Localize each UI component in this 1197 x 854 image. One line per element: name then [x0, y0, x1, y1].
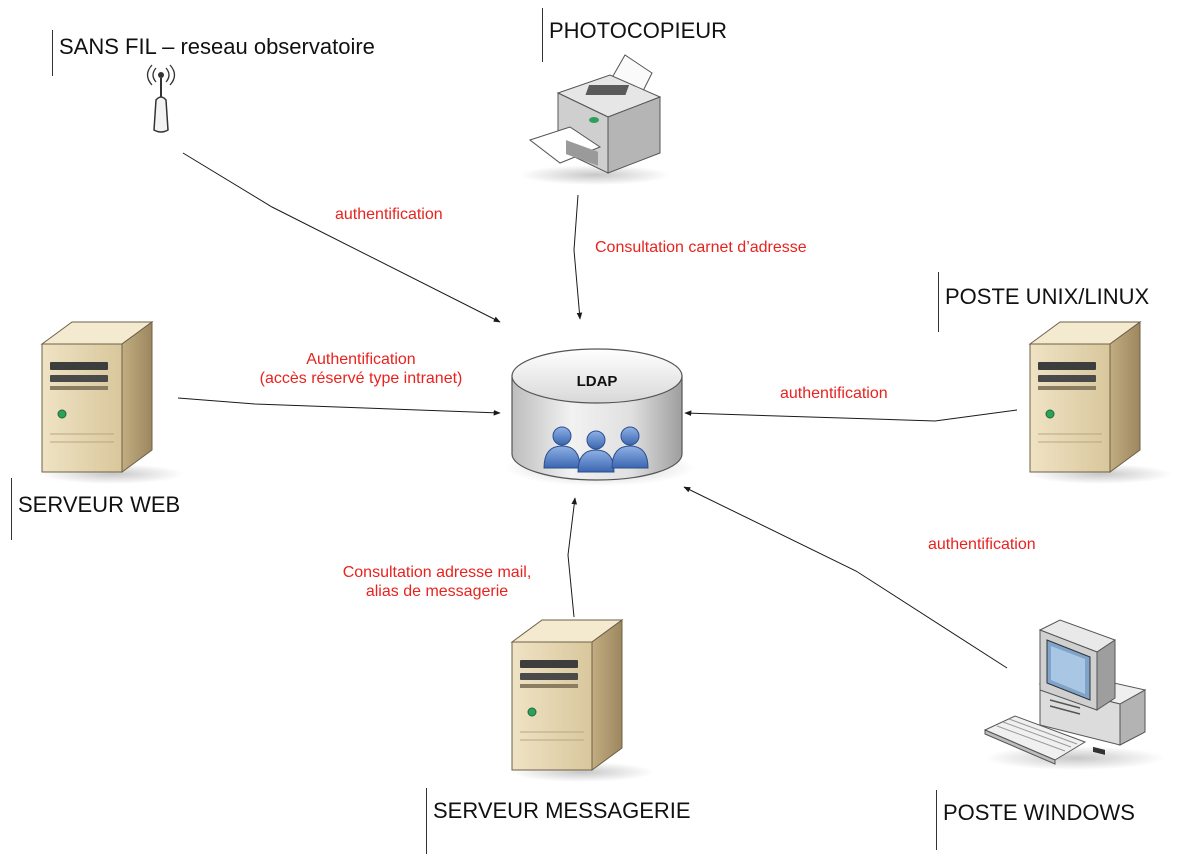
edge-web-label-line2: (accès réservé type intranet)	[259, 370, 463, 387]
mail-server-icon	[509, 619, 655, 783]
edge-windows-line	[683, 486, 1008, 669]
unix-node-label: POSTE UNIX/LINUX	[938, 272, 1149, 332]
web-server-icon	[39, 321, 185, 485]
web-node-label: SERVEUR WEB	[11, 478, 180, 540]
edge-printer-label: Consultation carnet d’adresse	[595, 239, 807, 256]
edge-mail-line	[567, 497, 578, 618]
edge-web-label-line1: Authentification	[306, 351, 416, 368]
edge-web-label: Authentification (accès réservé type int…	[216, 350, 506, 388]
edge-unix-line	[684, 409, 1018, 422]
desktop-computer-icon	[983, 619, 1165, 770]
edge-mail-label: Consultation adresse mail, alias de mess…	[312, 563, 562, 601]
wireless-node-label: SANS FIL – reseau observatoire	[52, 30, 375, 76]
edge-unix-label: authentification	[780, 385, 888, 402]
edge-mail-label-line1: Consultation adresse mail,	[342, 564, 532, 581]
mail-node-label: SERVEUR MESSAGERIE	[426, 788, 691, 854]
printer-icon	[520, 54, 670, 185]
unix-server-icon	[1027, 321, 1173, 485]
ldap-hub-label: LDAP	[577, 373, 618, 390]
edge-wireless-line	[182, 152, 501, 323]
edge-web-line	[177, 397, 501, 416]
edge-mail-label-line2: alias de messagerie	[365, 583, 509, 600]
users-icon	[543, 426, 649, 473]
windows-node-label: POSTE WINDOWS	[936, 790, 1135, 850]
printer-node-label: PHOTOCOPIEUR	[542, 8, 727, 62]
ldap-database-icon: LDAP	[505, 348, 695, 486]
wifi-antenna-icon	[146, 64, 176, 133]
edge-wireless-label: authentification	[335, 206, 443, 223]
edge-windows-label: authentification	[928, 536, 1036, 553]
edge-printer-line	[573, 194, 583, 320]
